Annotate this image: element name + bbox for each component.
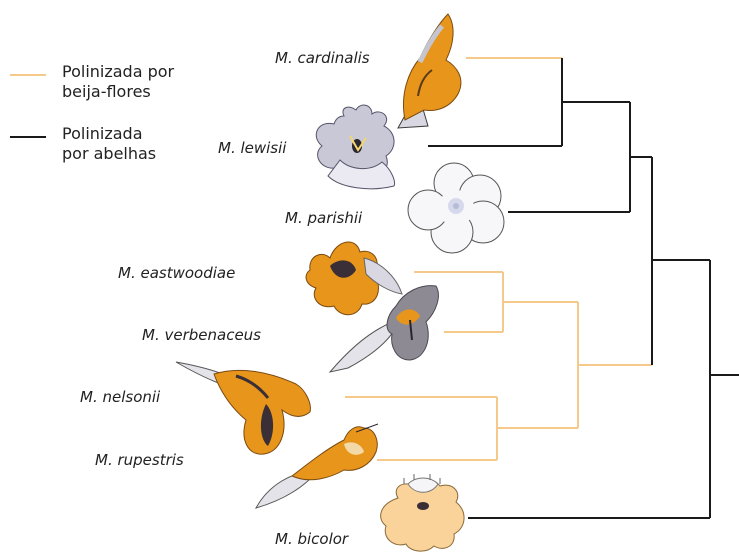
hummingbird-branches bbox=[345, 58, 652, 460]
flower-nelsonii bbox=[176, 362, 310, 454]
bee-branches bbox=[428, 58, 739, 518]
flower-parishii bbox=[408, 163, 504, 253]
flower-lewisii bbox=[316, 105, 394, 189]
flower-cardinalis bbox=[398, 14, 461, 128]
flower-eastwoodiae bbox=[306, 242, 402, 315]
flower-bicolor bbox=[381, 474, 464, 551]
